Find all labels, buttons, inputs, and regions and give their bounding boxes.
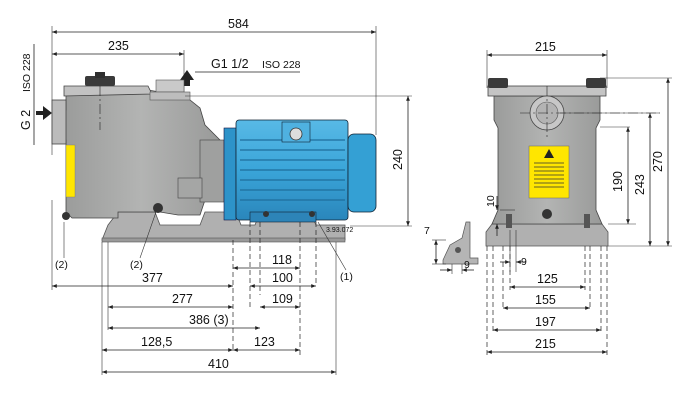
motor [223,119,377,223]
end-view: 215 10 9 [485,40,672,355]
dim-to-discharge: 235 [108,39,129,53]
dim-foot-9-left: 9 [464,259,470,271]
side-warning-label [65,144,76,198]
side-view: 584 235 G1 1/2 ISO 228 ISO 228 G 2 [19,17,412,375]
suction-connection-label: G 2 [19,110,33,130]
suction-standard-label: ISO 228 [21,53,33,92]
dim-base-277: 277 [172,292,193,306]
dim-base-377: 377 [142,271,163,285]
dim-motor-foot-118: 118 [272,253,292,267]
discharge-arrow-icon [180,70,194,86]
dim-end-125: 125 [537,272,558,286]
callout-1: (1) [340,271,353,283]
dim-motor-foot-109: 109 [272,292,293,306]
dim-foot-9-right: 9 [521,256,527,268]
dim-height: 240 [391,149,405,170]
dim-end-190: 190 [611,171,625,192]
drawing-code: 3.93.072 [326,227,353,234]
dim-end-155: 155 [535,293,556,307]
foot-detail-view: 7 9 [424,221,479,274]
dim-base-386: 386 (3) [189,313,229,327]
dim-base-410: 410 [208,357,229,371]
dim-end-215-bottom: 215 [535,337,556,351]
dim-end-10: 10 [485,195,497,207]
callout-2-center: (2) [130,259,143,271]
dim-foot-7: 7 [424,225,430,237]
dim-base-123: 123 [254,335,275,349]
dim-end-width-top: 215 [535,40,556,54]
warning-triangle-icon [544,149,554,158]
suction-arrow-icon [36,106,52,120]
dim-end-270: 270 [651,151,665,172]
dim-end-197: 197 [535,315,556,329]
dim-motor-foot-100: 100 [272,271,293,285]
callout-2-left: (2) [55,259,68,271]
pump-housing [61,87,221,219]
dim-end-243: 243 [633,174,647,195]
dim-base-128-5: 128,5 [141,335,172,349]
dim-overall-length: 584 [228,17,249,31]
discharge-standard-label: ISO 228 [262,59,301,71]
discharge-connection-label: G1 1/2 [211,57,249,71]
